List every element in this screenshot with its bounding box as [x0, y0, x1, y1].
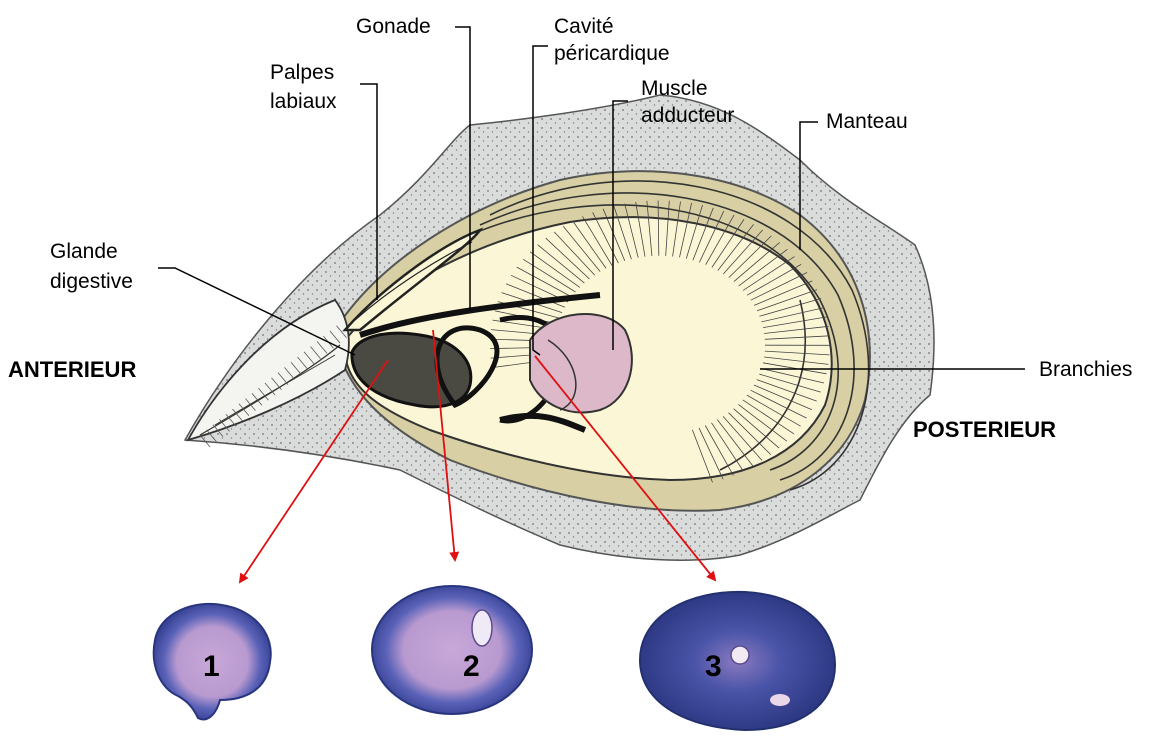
label-branchies: Branchies: [1039, 358, 1132, 381]
label-palpes-line1: Palpes: [270, 61, 334, 84]
label-glande-line2: digestive: [50, 270, 133, 293]
section-2: [372, 586, 532, 714]
label-palpes-line2: labiaux: [270, 90, 337, 113]
label-muscle-line2: adducteur: [641, 104, 734, 127]
label-cavite-line1: Cavité: [554, 15, 614, 38]
label-posterior: POSTERIEUR: [913, 417, 1056, 442]
adductor-muscle: [530, 314, 632, 412]
section-3: [640, 592, 835, 730]
label-gonade: Gonade: [356, 15, 431, 38]
label-glande-line1: Glande: [50, 240, 118, 263]
label-muscle-line1: Muscle: [641, 77, 708, 100]
label-anterior: ANTERIEUR: [8, 357, 136, 382]
label-cavite-line2: péricardique: [554, 42, 670, 65]
label-manteau: Manteau: [826, 110, 908, 133]
section-2-number: 2: [463, 650, 480, 683]
section-1-number: 1: [203, 650, 220, 683]
section-3-number: 3: [705, 650, 722, 683]
